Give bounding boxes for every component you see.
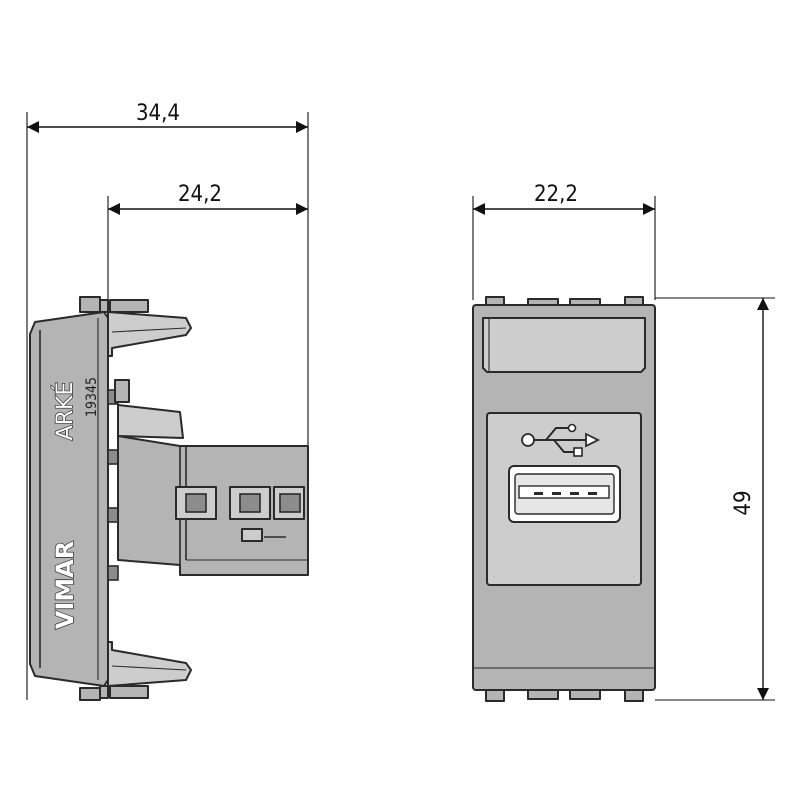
dimension-front-width: 22,2 (472, 182, 656, 300)
usb-icon (521, 423, 601, 457)
side-view: VIMAR ARKÉ 19345 (29, 296, 309, 701)
terminal-marking (241, 528, 286, 542)
dimension-label-24-2: 24,2 (178, 182, 222, 207)
series-label: ARKÉ (52, 382, 78, 441)
dimension-label-49: 49 (731, 490, 756, 515)
dimension-side-body: 24,2 (107, 182, 308, 300)
side-notches (107, 389, 119, 581)
brand-label: VIMAR (51, 541, 79, 629)
terminal-screws (175, 486, 305, 520)
product-code-label: 19345 (84, 377, 100, 417)
dimension-side-overall: 34,4 (26, 101, 309, 700)
dimension-label-22-2: 22,2 (534, 182, 578, 207)
dimension-label-34-4: 34,4 (136, 101, 180, 126)
usb-a-port[interactable] (508, 465, 621, 523)
front-view (472, 296, 656, 702)
front-bottom-tabs (485, 688, 644, 702)
dimension-front-height: 49 (655, 297, 775, 701)
